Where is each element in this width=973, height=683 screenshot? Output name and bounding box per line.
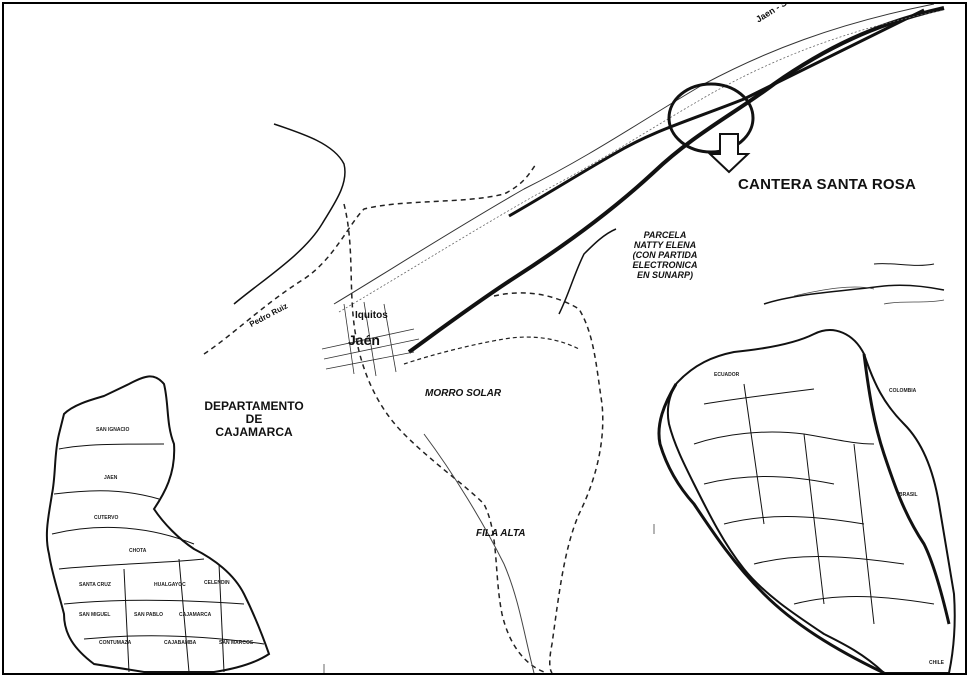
svg-text:CHILE: CHILE bbox=[929, 660, 945, 666]
svg-text:BRASIL: BRASIL bbox=[899, 492, 918, 498]
river-east bbox=[763, 284, 945, 305]
district-boundary-north bbox=[203, 163, 537, 355]
iquitos-label: Iquitos bbox=[355, 310, 388, 321]
jaen-label: Jaén bbox=[348, 332, 380, 348]
cajamarca-province-labels: SAN IGNACIO JAEN CUTERVO CHOTA SANTA CRU… bbox=[79, 427, 254, 646]
parcela-line: PARCELA bbox=[643, 230, 687, 240]
parcela-line: NATTY ELENA bbox=[633, 240, 697, 250]
departamento-line: DEPARTAMENTO bbox=[204, 399, 304, 413]
svg-text:COLOMBIA: COLOMBIA bbox=[889, 388, 917, 394]
morro-solar-label: MORRO SOLAR bbox=[425, 388, 502, 399]
map-scan-strokes bbox=[323, 286, 945, 673]
road-jaen-san-ignacio bbox=[333, 4, 935, 305]
peru-outline bbox=[666, 329, 956, 673]
peru-coast-border bbox=[657, 383, 885, 673]
parcela-line: (CON PARTIDA bbox=[632, 250, 698, 260]
svg-text:SANTA CRUZ: SANTA CRUZ bbox=[79, 582, 111, 588]
map-figure: SAN IGNACIO JAEN CUTERVO CHOTA SANTA CRU… bbox=[2, 2, 967, 675]
svg-text:SAN IGNACIO: SAN IGNACIO bbox=[96, 427, 129, 433]
arrow-down-outline-icon bbox=[707, 133, 751, 174]
cantera-santa-rosa-label: CANTERA SANTA ROSA bbox=[738, 176, 917, 193]
departamento-label: DEPARTAMENTO DE CAJAMARCA bbox=[184, 400, 324, 439]
fila-alta-label: FILA ALTA bbox=[476, 528, 526, 539]
svg-text:CAJAMARCA: CAJAMARCA bbox=[179, 612, 212, 618]
parcela-line: ELECTRONICA bbox=[632, 260, 698, 270]
svg-text:HUALGAYOC: HUALGAYOC bbox=[154, 582, 186, 588]
svg-text:CELENDIN: CELENDIN bbox=[204, 580, 230, 586]
district-boundary-east bbox=[493, 292, 604, 673]
svg-text:SAN MIGUEL: SAN MIGUEL bbox=[79, 612, 110, 618]
svg-text:CHOTA: CHOTA bbox=[129, 548, 147, 554]
cajamarca-provinces bbox=[51, 443, 265, 673]
parcela-line: EN SUNARP) bbox=[636, 270, 693, 280]
river-south bbox=[423, 433, 535, 673]
jaen-street-grid bbox=[321, 301, 420, 377]
svg-text:ECUADOR: ECUADOR bbox=[714, 372, 740, 378]
departamento-line: CAJAMARCA bbox=[215, 425, 293, 439]
svg-text:JAEN: JAEN bbox=[104, 475, 118, 481]
svg-text:CONTUMAZA: CONTUMAZA bbox=[99, 640, 132, 646]
main-river bbox=[407, 6, 945, 354]
location-circle-icon bbox=[667, 82, 755, 154]
peru-brazil-border bbox=[862, 353, 951, 625]
main-river-upper bbox=[508, 8, 925, 218]
district-boundary-center bbox=[343, 203, 545, 673]
river-small-east bbox=[873, 263, 935, 266]
svg-text:CAJABAMBA: CAJABAMBA bbox=[164, 640, 197, 646]
parcela-label: PARCELA NATTY ELENA (CON PARTIDA ELECTRO… bbox=[610, 230, 720, 280]
svg-text:CUTERVO: CUTERVO bbox=[94, 515, 118, 521]
peru-labels: ECUADOR COLOMBIA BRASIL CHILE bbox=[714, 372, 945, 666]
departamento-line: DE bbox=[245, 412, 263, 426]
peru-regions bbox=[693, 383, 935, 625]
map-drawing: SAN IGNACIO JAEN CUTERVO CHOTA SANTA CRU… bbox=[45, 4, 956, 673]
morro-solar-ridge bbox=[403, 336, 580, 365]
svg-text:SAN PABLO: SAN PABLO bbox=[134, 612, 163, 618]
cajamarca-outline bbox=[45, 375, 271, 673]
svg-text:SAN MARCOS: SAN MARCOS bbox=[219, 640, 254, 646]
river-parcela bbox=[558, 228, 617, 315]
road-parallel bbox=[338, 9, 945, 313]
river-northwest bbox=[233, 123, 346, 305]
